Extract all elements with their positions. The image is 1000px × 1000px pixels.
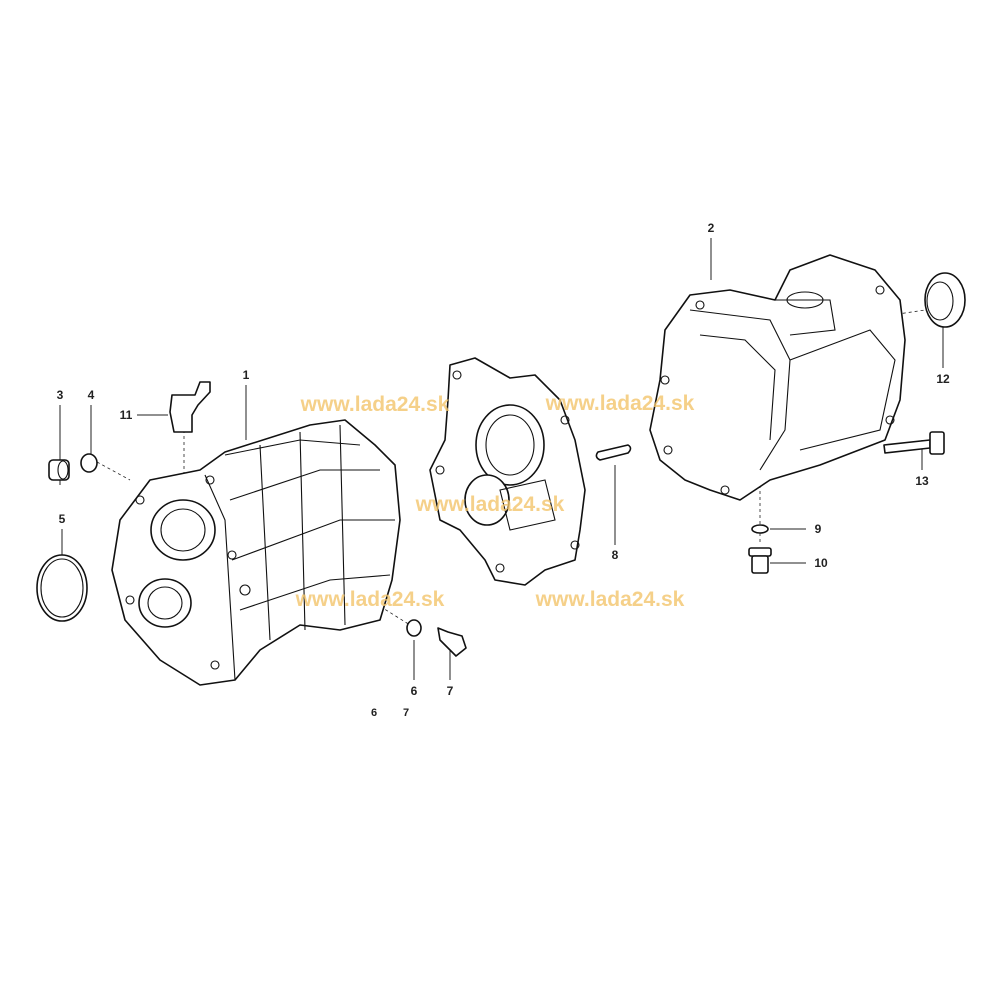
- callout-4: 4: [87, 388, 95, 402]
- extra-label-6: 6: [370, 707, 378, 719]
- part-8-dowel-pin: [595, 444, 632, 461]
- part-9-washer: [751, 524, 769, 534]
- callout-1: 1: [242, 368, 250, 382]
- callout-10: 10: [814, 556, 828, 570]
- part-6-washer: [406, 619, 422, 637]
- callout-12: 12: [936, 372, 950, 386]
- part-4-washer: [80, 453, 98, 473]
- part-2-rear-case: [649, 254, 906, 501]
- part-10-plug: [748, 547, 772, 574]
- callout-13: 13: [915, 474, 929, 488]
- middle-plate: [429, 357, 586, 586]
- callout-8: 8: [611, 548, 619, 562]
- callout-3: 3: [56, 388, 64, 402]
- watermark: www.lada24.sk: [535, 588, 685, 611]
- callout-11: 11: [119, 408, 133, 422]
- watermark: www.lada24.sk: [295, 588, 445, 611]
- callout-2: 2: [707, 221, 715, 235]
- extra-label-7: 7: [402, 707, 410, 719]
- callout-5: 5: [58, 512, 66, 526]
- part-5-o-ring: [36, 554, 88, 622]
- callout-6: 6: [410, 684, 418, 698]
- part-3-plug: [48, 459, 70, 481]
- watermark: www.lada24.sk: [415, 493, 565, 516]
- part-1-front-case: [111, 419, 401, 686]
- callout-9: 9: [814, 522, 822, 536]
- part-13-bolt: [883, 431, 945, 455]
- watermark: www.lada24.sk: [545, 392, 695, 415]
- part-7-sensor: [437, 627, 467, 657]
- part-12-oil-seal: [924, 272, 966, 328]
- watermark: www.lada24.sk: [300, 393, 450, 416]
- part-11-breather: [169, 381, 211, 433]
- callout-7: 7: [446, 684, 454, 698]
